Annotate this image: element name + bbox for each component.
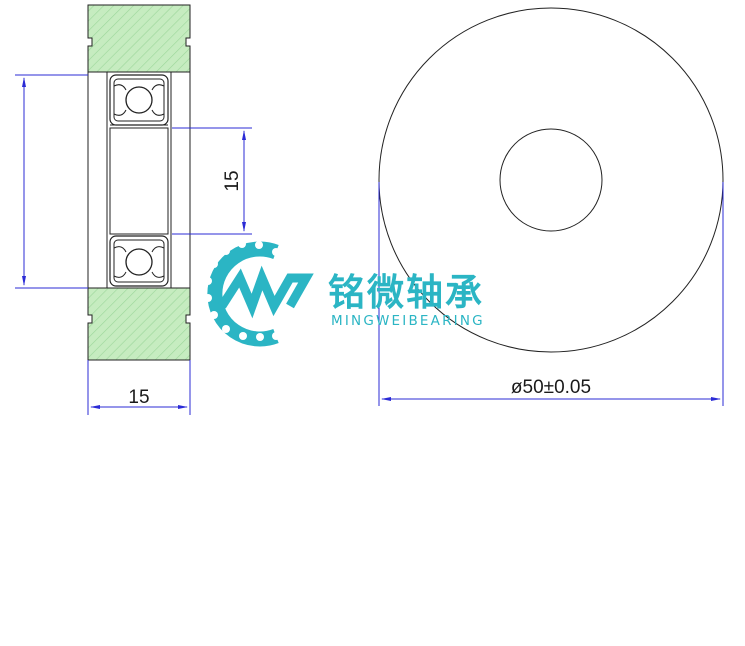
- mw-logo-mark: [218, 265, 314, 319]
- section-view: [87, 4, 191, 361]
- width-dimension: 15: [87, 360, 191, 415]
- bearing-ring-upper: [109, 74, 169, 126]
- brand-name-cn: 铭微轴承: [328, 271, 484, 314]
- wheel-bore-circle: [499, 128, 603, 232]
- bore-dimension: 15: [172, 127, 252, 235]
- tire-section-top: [87, 4, 191, 73]
- tire-section-bottom: [87, 287, 191, 361]
- diameter-dimension: ø50±0.05: [378, 182, 724, 406]
- bore-dim-label: 15: [222, 170, 243, 191]
- brand-watermark: 铭微轴承 MINGWEIBEARING: [204, 240, 485, 347]
- ball-lower: [125, 248, 153, 276]
- height-dimension: [15, 74, 88, 289]
- wheel-outer-circle: [378, 7, 724, 353]
- diameter-dim-label: ø50±0.05: [511, 377, 591, 398]
- bearing-ring-lower: [109, 235, 169, 287]
- bearing-logo-icon: [204, 240, 314, 347]
- width-dim-label: 15: [128, 387, 149, 408]
- bore: [109, 127, 169, 235]
- ball-upper: [125, 86, 153, 114]
- front-view: [378, 7, 724, 353]
- brand-name-en: MINGWEIBEARING: [331, 313, 485, 329]
